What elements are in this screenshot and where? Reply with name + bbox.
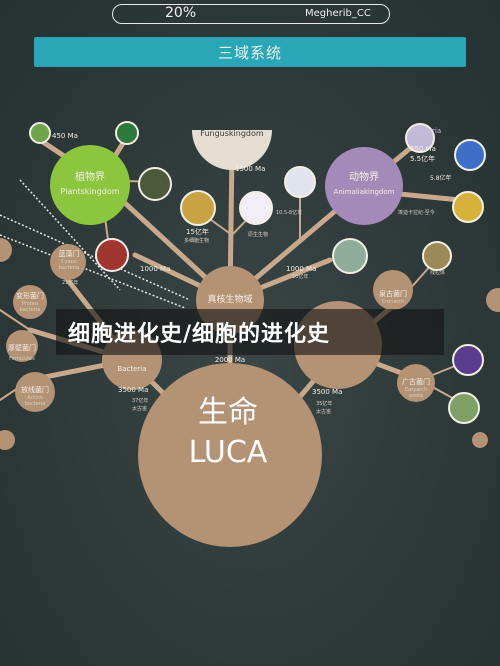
animal-ma-label: 5.8亿年 — [430, 175, 452, 182]
firmicutes-node — [6, 330, 38, 362]
plant-kingdom-node — [50, 145, 130, 225]
edge-node-bottom-right — [472, 432, 488, 448]
proteo-zh: 变形菌门 — [16, 292, 44, 300]
sponge-thumbnail — [284, 166, 316, 198]
mito-label: 线粒体 — [430, 270, 446, 276]
cyano-ma: 21亿年 — [62, 280, 79, 286]
actino-zh: 放线菌门 — [21, 386, 49, 394]
choano-zh-ma: 10亿年 — [292, 274, 309, 280]
multicell-zh: 多细胞生物 — [184, 238, 210, 244]
alga-ma: 1000 Ma — [140, 265, 171, 273]
proteo-en2: bacteria — [19, 307, 41, 313]
crenarch-en: Crenarch — [381, 299, 405, 305]
bilateria-ma: 550 Ma — [410, 145, 436, 153]
worm-thumbnail — [405, 123, 435, 153]
fern-thumbnail — [115, 121, 139, 145]
author-watermark: Megherib_CC — [305, 8, 371, 19]
bacteria-extra: 太古宙 — [132, 406, 148, 412]
sponge-ma: 10.5-8亿年 — [276, 210, 303, 216]
actino-en2: bacteria — [24, 401, 46, 407]
progress-percent: 20% — [165, 5, 197, 21]
protozoa-thumbnail — [239, 191, 273, 225]
proteo-node — [13, 285, 47, 319]
bacteria-en: Bacteria — [117, 365, 147, 373]
diagram-title: 三域系统 — [34, 37, 466, 67]
crenarch-zh: 泉古菌门 — [379, 290, 407, 298]
red-alga-thumbnail — [95, 238, 129, 272]
choano-ma: 1000 Ma — [286, 265, 317, 273]
banner-text: 细胞进化史/细胞的进化史 — [68, 322, 331, 347]
fungus-kingdom-node — [192, 130, 272, 170]
animal-kingdom-zh: 动物界 — [349, 172, 379, 183]
diagram-title-text: 三域系统 — [217, 43, 282, 62]
slime-mold-thumbnail — [180, 190, 216, 226]
luca-node — [138, 363, 322, 547]
actino-en1: Actino — [27, 395, 43, 401]
plant-kingdom-zh: 植物界 — [75, 172, 105, 183]
eukaryote-zh: 真核生物域 — [207, 295, 253, 305]
bacteria-ma: 3500 Ma — [118, 386, 149, 394]
eukaryote-ma: 2000 Ma — [214, 356, 246, 364]
cyano-node — [50, 244, 86, 280]
edge-node-bottom-left — [0, 430, 15, 450]
edge-node-left — [0, 238, 12, 262]
choanoflagellate-thumbnail — [332, 238, 368, 274]
bilateria-zh-ma: 5.5亿年 — [410, 155, 436, 163]
euryarch-en2: aeota — [408, 393, 424, 399]
bacteria-cluster-thumbnail — [422, 241, 452, 271]
moss-thumbnail — [29, 122, 51, 144]
fungus-kingdom-en: Funguskingdom — [200, 129, 264, 138]
edge-node-right — [486, 288, 500, 312]
progress-bar: 20% Megherib_CC — [112, 4, 390, 24]
bacteria-zh-ma: 37亿年 — [132, 398, 149, 404]
methanogen-thumbnail — [448, 392, 480, 424]
coral-thumbnail — [452, 191, 484, 223]
firmicutes-zh: 厚壁菌门 — [8, 344, 36, 352]
jellyfish-thumbnail — [454, 139, 486, 171]
cyano-en2: bacteria — [58, 265, 80, 271]
archaea-extra: 太古宙 — [316, 409, 332, 415]
plant-kingdom-en: Plantskingdom — [60, 187, 120, 196]
firmicutes-en: Firmicutes — [9, 356, 35, 362]
bilateria-label: Bilateria — [412, 127, 442, 135]
title-banner: 细胞进化史/细胞的进化史 — [56, 309, 444, 355]
cambrian-label: 埃迪卡拉纪-至今 — [398, 210, 435, 216]
multicell-ma: 15亿年 — [186, 228, 209, 236]
cyano-zh: 蓝藻门 — [58, 250, 80, 258]
luca-label: 生命 LUCA — [140, 395, 316, 471]
archaea-zh-ma: 35亿年 — [316, 401, 333, 407]
euryarch-zh: 广古菌门 — [402, 378, 430, 386]
proteo-en1: Proteo — [21, 301, 39, 307]
fungus-ma-label: 1500 Ma — [235, 165, 266, 173]
euryarch-en1: Euryarch — [404, 387, 428, 393]
actino-node — [15, 372, 55, 412]
cyano-en1: Cyano — [61, 259, 77, 265]
animal-kingdom-en: Animaliakingdom — [333, 188, 395, 196]
archaea-thumbnail — [452, 344, 484, 376]
luca-zh: 生命 — [198, 395, 258, 430]
luca-en: LUCA — [188, 435, 268, 470]
crenarch-node — [373, 270, 413, 310]
protist-zh: 原生生物 — [248, 232, 269, 238]
archaea-ma: 3500 Ma — [312, 388, 343, 396]
euryarch-node — [397, 364, 435, 402]
plant-ma-label: 450 Ma — [52, 132, 78, 140]
alga-thumbnail — [138, 167, 172, 201]
animal-kingdom-node — [325, 147, 403, 225]
